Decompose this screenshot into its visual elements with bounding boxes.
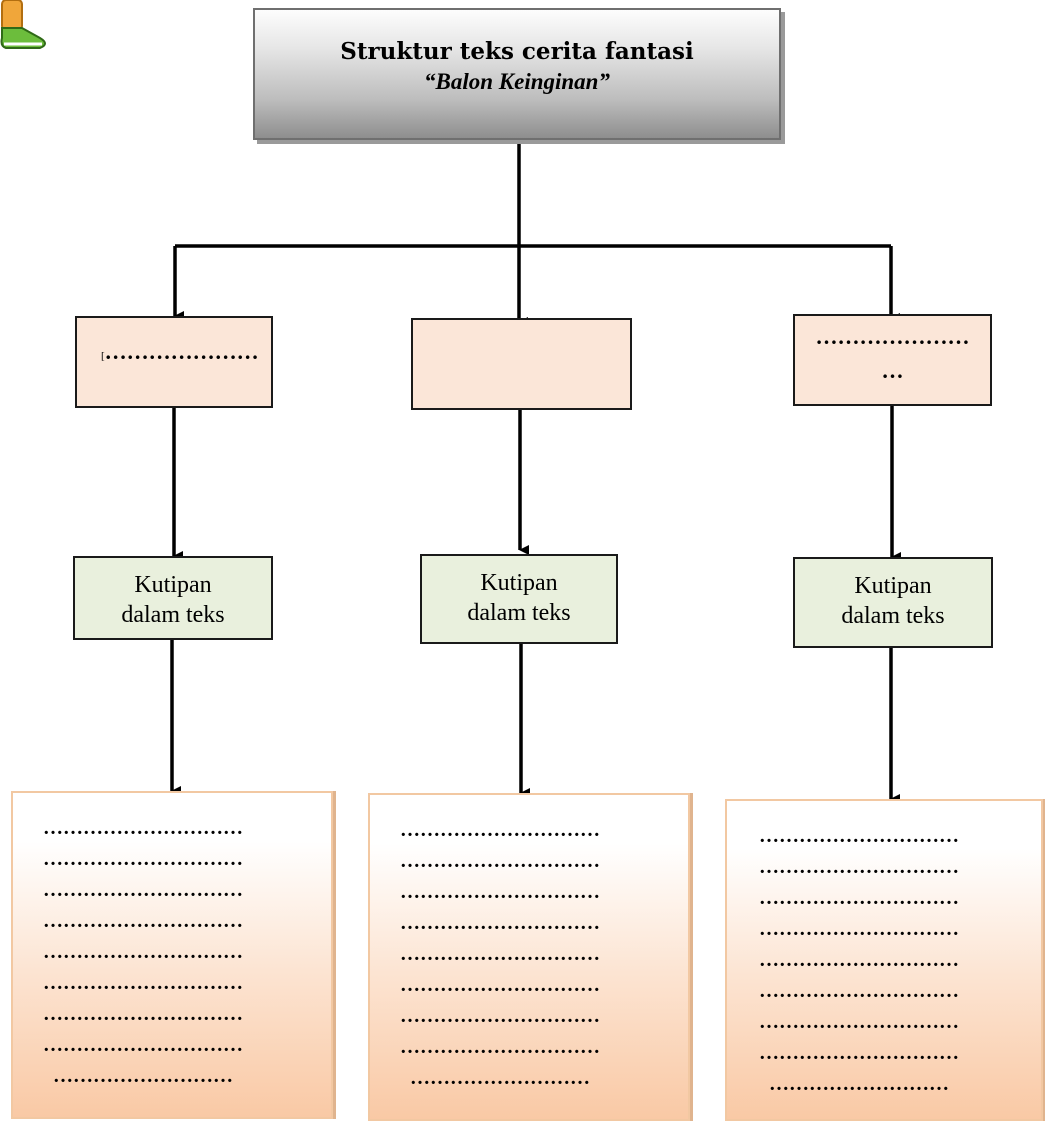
quote-3-label-line1: Kutipan — [854, 573, 932, 599]
quote-1-label-line2: dalam teks — [121, 602, 225, 628]
answer-2-line: ………………………… — [400, 912, 600, 934]
answer-3-line: ………………………… — [759, 1042, 959, 1064]
category-box-2 — [411, 318, 632, 410]
answer-1-line: ………………………… — [43, 817, 243, 839]
quote-3-label-line2: dalam teks — [841, 603, 945, 629]
answer-3-line: ………………………… — [759, 856, 959, 878]
category-3-blank-line1: ………………… — [815, 324, 970, 349]
answer-box-1: ………………………… ………………………… ………………………… …………………… — [11, 791, 333, 1119]
answer-3-line: ……………………… — [769, 1073, 949, 1095]
cartoon-character-shoes-icon — [0, 0, 46, 49]
answer-3-line: ………………………… — [759, 887, 959, 909]
category-1-bracket: [ — [101, 350, 105, 362]
answer-2-line: ………………………… — [400, 881, 600, 903]
answer-1-line: ………………………… — [43, 879, 243, 901]
answer-box-2: ………………………… ………………………… ………………………… …………………… — [368, 793, 690, 1121]
quote-box-3: Kutipan dalam teks — [793, 557, 993, 648]
answer-2-line: ………………………… — [400, 850, 600, 872]
category-3-blank-line2: … — [881, 358, 904, 383]
answer-2-line: ………………………… — [400, 1036, 600, 1058]
quote-2-label-line1: Kutipan — [480, 570, 558, 596]
quote-box-1: Kutipan dalam teks — [73, 556, 273, 640]
answer-2-line: ……………………… — [410, 1067, 590, 1089]
quote-2-label-line2: dalam teks — [467, 600, 571, 626]
category-box-3: ………………… … — [793, 314, 992, 406]
answer-box-3: ………………………… ………………………… ………………………… …………………… — [725, 799, 1043, 1121]
category-box-1: [………………… — [75, 316, 273, 408]
answer-2-line: ………………………… — [400, 819, 600, 841]
answer-3-line: ………………………… — [759, 918, 959, 940]
answer-1-line: ………………………… — [43, 1034, 243, 1056]
answer-3-line: ………………………… — [759, 980, 959, 1002]
answer-1-line: ………………………… — [43, 910, 243, 932]
diagram-title: Struktur teks cerita fantasi — [340, 38, 694, 65]
answer-3-line: ………………………… — [759, 1011, 959, 1033]
answer-2-line: ………………………… — [400, 1005, 600, 1027]
answer-1-line: ………………………… — [43, 1003, 243, 1025]
category-1-blank: ………………… — [104, 339, 259, 364]
answer-1-line: ………………………… — [43, 941, 243, 963]
diagram-subtitle: “Balon Keinginan” — [424, 69, 610, 94]
answer-1-line: ………………………… — [43, 972, 243, 994]
answer-2-line: ………………………… — [400, 974, 600, 996]
answer-3-line: ………………………… — [759, 825, 959, 847]
answer-1-line: ……………………… — [53, 1065, 233, 1087]
quote-1-label-line1: Kutipan — [134, 572, 212, 598]
answer-1-line: ………………………… — [43, 848, 243, 870]
answer-2-line: ………………………… — [400, 943, 600, 965]
answer-3-line: ………………………… — [759, 949, 959, 971]
diagram-title-box: Struktur teks cerita fantasi “Balon Kein… — [253, 8, 781, 140]
quote-box-2: Kutipan dalam teks — [420, 554, 618, 644]
